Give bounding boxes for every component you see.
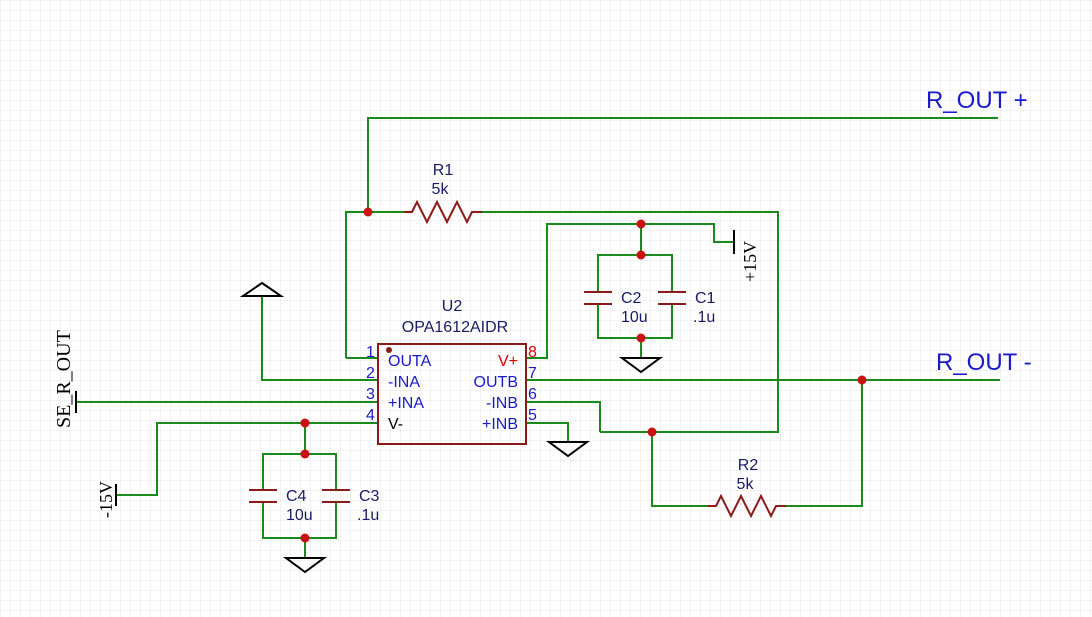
r2-designator: R2 [738,457,759,474]
pin-number: 8 [528,344,537,361]
c2-value: 10u [621,309,648,326]
pin-number: 5 [528,407,537,424]
pin-number: 6 [528,386,537,403]
wire-vplus-caps[interactable] [597,224,642,292]
wire-pin8[interactable] [526,223,734,359]
c1-value: .1u [693,309,715,326]
pin-name: +INB [482,416,518,433]
c4-designator: C4 [286,488,307,505]
wire-r2-right[interactable] [786,380,863,507]
pin-number: 2 [366,365,375,382]
wire-vminus-caps[interactable] [262,423,306,490]
c4-value: 10u [286,507,313,524]
pin-name: V- [388,416,403,433]
pin-number: 4 [366,407,375,424]
pin-name: OUTA [388,353,432,370]
r1-designator: R1 [433,162,454,179]
resistor-r1[interactable]: R1 5k [404,162,482,225]
wire-c3-top[interactable] [305,453,337,490]
se-r-out-label: SE_R_OUT [53,330,75,428]
ground-icon [618,357,664,374]
pin-number: 1 [366,344,375,361]
pin-name: -INB [486,395,518,412]
junction-dot-icon [857,375,867,385]
opamp-body [377,343,527,445]
wire-vminus-caps-bottom[interactable] [262,502,337,539]
junction-dot-icon [636,250,646,260]
resistor-r2[interactable]: R2 5k [708,457,786,519]
r2-value: 5k [737,476,755,493]
wire-pin5[interactable] [526,422,569,442]
capacitor-c2[interactable]: C2 10u [584,290,648,326]
wire-pin2[interactable] [261,296,378,381]
pin-number: 3 [366,386,375,403]
junction-dot-icon [636,333,646,343]
c3-designator: C3 [359,488,380,505]
power-flag-neg-supply[interactable]: -15V [96,481,117,518]
pin-name: -INA [388,374,420,391]
ground-icon [239,281,285,297]
resistor-zigzag-icon [708,493,786,519]
net-label-r-out-plus[interactable]: R_OUT + [926,87,1028,114]
neg-supply-label: -15V [96,481,116,518]
wire-r2-left[interactable] [651,432,708,507]
capacitor-c3[interactable]: C3 .1u [322,488,380,524]
capacitor-c1[interactable]: C1 .1u [658,290,716,326]
net-label-r-out-minus[interactable]: R_OUT - [936,349,1032,376]
pos-supply-label: +15V [740,241,760,282]
net-flag-se-r-out[interactable]: SE_R_OUT [53,330,77,428]
wire-c1-top[interactable] [641,254,673,292]
junction-dot-icon [300,533,310,543]
c3-value: .1u [357,507,379,524]
ground-icon [545,441,591,458]
ground-icon [282,557,328,574]
resistor-zigzag-icon [404,199,482,225]
junction-dot-icon [363,207,373,217]
junctions [300,207,867,543]
junction-dot-icon [300,418,310,428]
u2-part-number: OPA1612AIDR [402,319,508,336]
wire-vplus-caps-bottom[interactable] [597,304,673,339]
power-flag-pos-supply[interactable]: +15V [733,230,760,282]
junction-dot-icon [636,219,646,229]
pin-name: +INA [388,395,424,412]
pin-number: 7 [528,365,537,382]
pin-name: V+ [498,353,518,370]
junction-dot-icon [300,449,310,459]
pin-name: OUTB [474,374,518,391]
wires [76,117,1000,558]
wire-pin4[interactable] [116,422,378,496]
wire-r1-right[interactable] [482,211,779,433]
c1-designator: C1 [695,290,716,307]
wire-r-out-plus[interactable] [367,117,998,212]
opamp-u2[interactable]: U2 OPA1612AIDR 1 2 3 4 OUTA -INA +INA V-… [366,298,537,445]
c2-designator: C2 [621,290,642,307]
wire-r1-left[interactable] [345,211,404,358]
capacitor-c4[interactable]: C4 10u [249,488,313,524]
r1-value: 5k [432,181,450,198]
u2-designator: U2 [442,298,463,315]
wire-pin6[interactable] [526,401,601,432]
junction-dot-icon [647,427,657,437]
pin1-marker-icon [386,347,392,353]
